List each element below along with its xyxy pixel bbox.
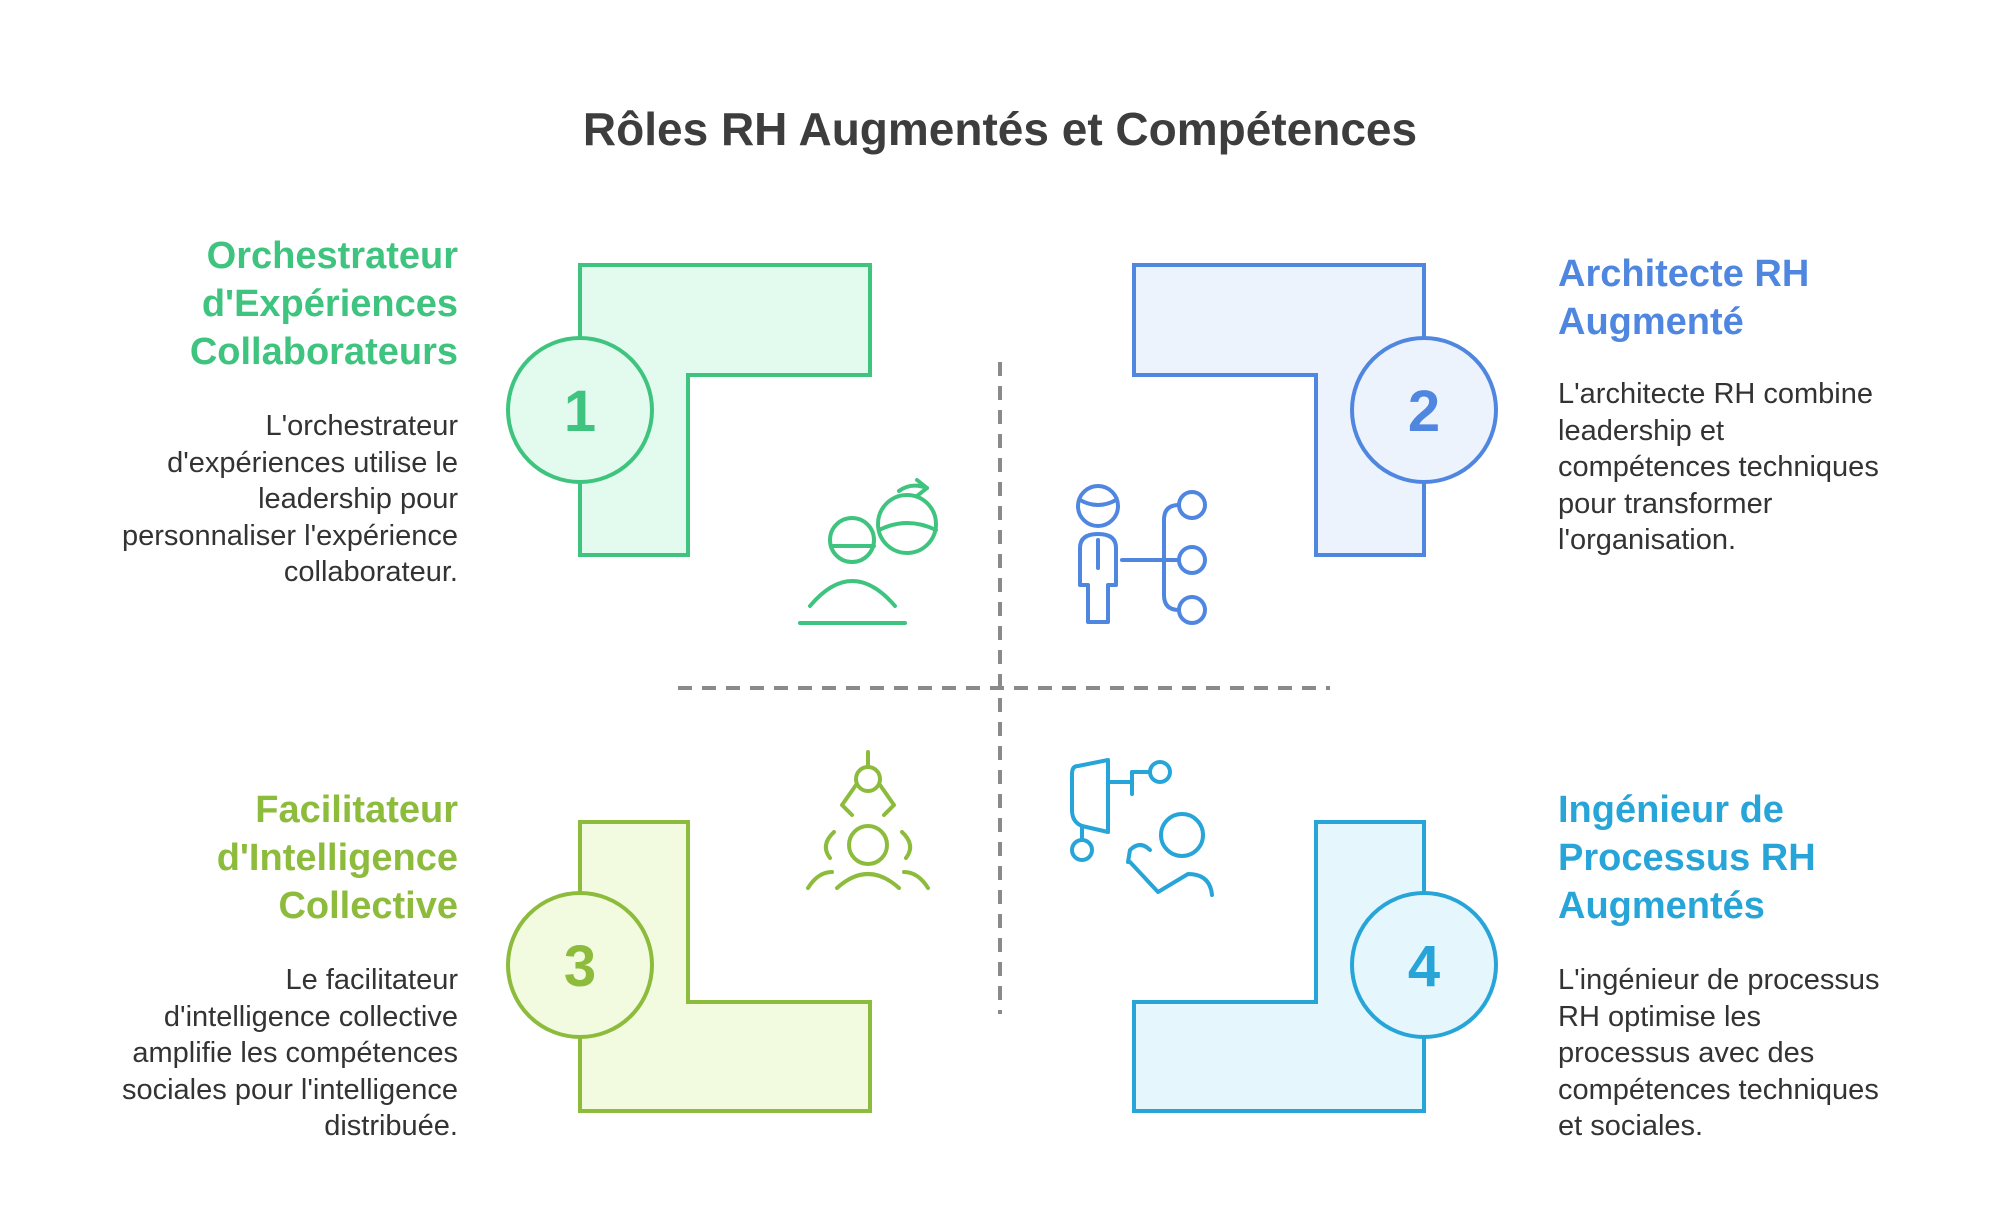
description-2-line: compétences techniques [1558,451,1879,483]
page-title: Rôles RH Augmentés et Compétences [582,103,1418,155]
description-3-line: amplifie les compétences [132,1037,458,1069]
description-2-line: l'organisation. [1558,524,1737,556]
description-3-line: distribuée. [324,1110,458,1142]
description-1-line: L'orchestrateur [265,410,458,442]
description-2-line: pour transformer [1558,487,1773,520]
heading-3: Facilitateur d'Intelligence Collective [38,786,458,930]
description-4-line: et sociales. [1558,1110,1704,1142]
heading-4-line: Augmentés [1558,885,1765,927]
heading-1-line: d'Expériences [201,283,458,325]
heading-3-line: d'Intelligence [216,837,458,879]
l-shape-4 [1132,820,1426,1113]
description-2: L'architecte RH combine leadership et co… [1558,376,1978,559]
l-shape-1 [578,263,872,557]
group-collaboration-icon [806,750,930,890]
number-1: 1 [564,379,596,444]
robot-arm-person-icon [1070,758,1214,897]
description-2-line: leadership et [1558,414,1725,447]
heading-4: Ingénieur de Processus RH Augmentés [1558,786,1978,930]
description-4-line: L'ingénieur de processus [1558,964,1880,996]
description-4-line: processus avec des [1558,1037,1815,1069]
heading-3-line: Facilitateur [255,789,458,831]
description-3-line: Le facilitateur [285,964,459,996]
heading-4-line: Ingénieur de [1558,789,1784,831]
number-3: 3 [564,934,596,999]
heading-3-line: Collective [278,885,458,927]
number-badge-4 [1350,891,1498,1039]
number-badge-1 [506,336,654,484]
people-sync-icon [798,478,938,625]
heading-1-line: Collaborateurs [189,331,458,373]
description-1-line: collaborateur. [283,556,458,588]
description-3-line: sociales pour l'intelligence [121,1073,458,1106]
heading-1-line: Orchestrateur [206,235,458,277]
description-1-line: personnaliser l'expérience [121,519,458,552]
heading-4-line: Processus RH [1558,837,1816,879]
heading-2: Architecte RH Augmenté [1558,250,1978,346]
description-4-line: compétences techniques [1558,1073,1879,1106]
description-3: Le facilitateur d'intelligence collectiv… [38,962,458,1145]
person-network-icon [1076,484,1207,625]
heading-2-line: Augmenté [1558,301,1744,343]
l-shape-2 [1132,263,1426,557]
number-2: 2 [1408,379,1440,444]
number-4: 4 [1408,934,1440,999]
heading-2-line: Architecte RH [1558,253,1810,295]
description-1-line: d'expériences utilise le [167,446,458,479]
heading-1: Orchestrateur d'Expériences Collaborateu… [38,232,458,376]
description-2-line: L'architecte RH combine [1558,378,1874,410]
description-1: L'orchestrateur d'expériences utilise le… [38,408,458,591]
l-shape-3 [578,820,872,1113]
description-1-line: leadership pour [258,483,458,515]
number-badge-3 [506,891,654,1039]
description-4-line: RH optimise les [1558,1000,1762,1033]
description-4: L'ingénieur de processus RH optimise les… [1558,962,1978,1145]
number-badge-2 [1350,336,1498,484]
description-3-line: d'intelligence collective [163,1000,458,1033]
